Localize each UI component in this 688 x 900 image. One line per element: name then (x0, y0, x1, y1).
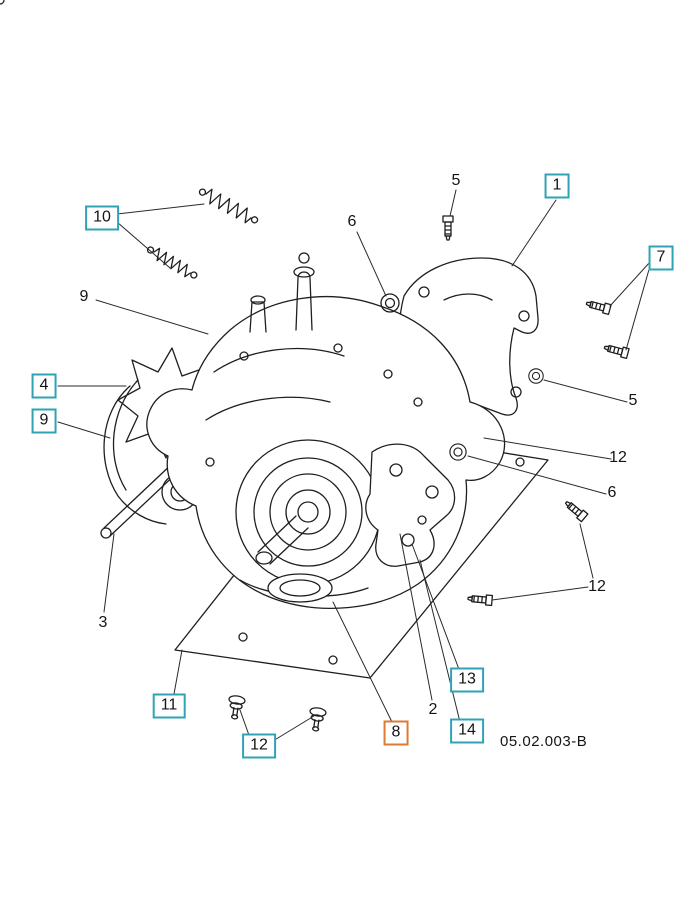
callout-12-bottom[interactable]: 12 (242, 733, 276, 759)
callout-8-highlighted[interactable]: 8 (383, 720, 409, 746)
callout-13[interactable]: 13 (450, 667, 484, 693)
callout-5-right: 5 (628, 392, 638, 409)
callout-1[interactable]: 1 (544, 173, 570, 199)
callout-11[interactable]: 11 (152, 693, 186, 719)
callout-6-right: 6 (607, 484, 617, 501)
callout-4[interactable]: 4 (31, 373, 57, 399)
callout-3: 3 (98, 614, 108, 631)
callout-7[interactable]: 7 (648, 245, 674, 271)
brake-bracket-illustration (365, 443, 456, 567)
tension-springs-illustration (146, 188, 259, 279)
callout-14[interactable]: 14 (450, 718, 484, 744)
callout-12-mid: 12 (588, 578, 606, 595)
diagram-code: 05.02.003-B (500, 733, 588, 750)
callout-9-top: 9 (79, 288, 89, 305)
callout-10[interactable]: 10 (85, 205, 119, 231)
callout-5-top: 5 (451, 172, 461, 189)
callout-12-right: 12 (609, 449, 627, 466)
callout-9-left[interactable]: 9 (31, 408, 57, 434)
callout-6-top: 6 (347, 213, 357, 230)
callout-2: 2 (428, 701, 438, 718)
input-pulley-illustration (235, 439, 381, 603)
